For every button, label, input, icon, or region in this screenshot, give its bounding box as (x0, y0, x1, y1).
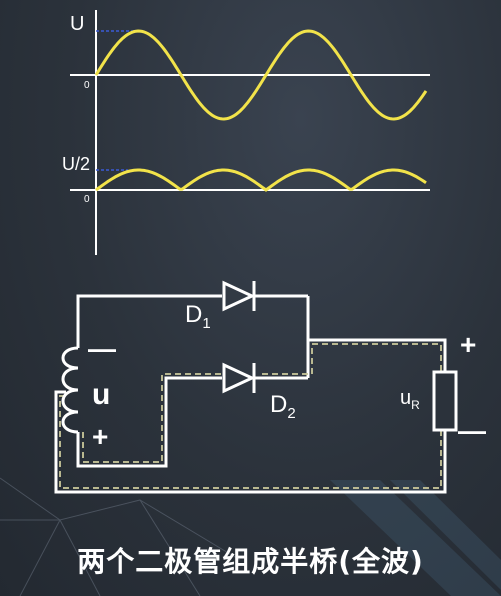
bottom-waveform-plot: U/2 0 (62, 154, 430, 205)
caption-title: 两个二极管组成半桥(全波) (77, 545, 424, 578)
sine-waveform (94, 29, 428, 121)
diode-d2-triangle (222, 362, 256, 394)
source-label: u (92, 378, 110, 411)
transformer-coil (61, 346, 79, 434)
diode-d1-label: D1 (185, 301, 211, 332)
bottom-amplitude-label: U/2 (62, 154, 90, 174)
wire-load-return (54, 390, 447, 494)
source-bottom-sign: + (92, 421, 108, 452)
wire-d1-branch (76, 294, 222, 348)
top-waveform-plot: U 0 (70, 10, 430, 255)
load-resistor (432, 370, 458, 432)
source-top-sign: — (88, 333, 116, 364)
rectified-waveform (95, 168, 427, 192)
load-bottom-sign: — (458, 415, 486, 446)
diode-d1-triangle (222, 280, 256, 312)
current-path (59, 343, 442, 489)
bottom-zero-label: 0 (84, 194, 90, 205)
diode-d1 (222, 280, 262, 312)
load-label: uR (400, 387, 420, 412)
top-amplitude-label: U (70, 13, 84, 35)
wire-d2-branch (76, 376, 222, 468)
diode-d2 (222, 362, 262, 394)
background-mesh (0, 477, 241, 596)
top-zero-label: 0 (84, 80, 90, 91)
wire-to-load (308, 338, 447, 372)
background-stripes (330, 480, 501, 596)
load-top-sign: + (460, 329, 476, 360)
circuit-wires (54, 294, 447, 494)
diode-d2-label: D2 (270, 391, 296, 422)
